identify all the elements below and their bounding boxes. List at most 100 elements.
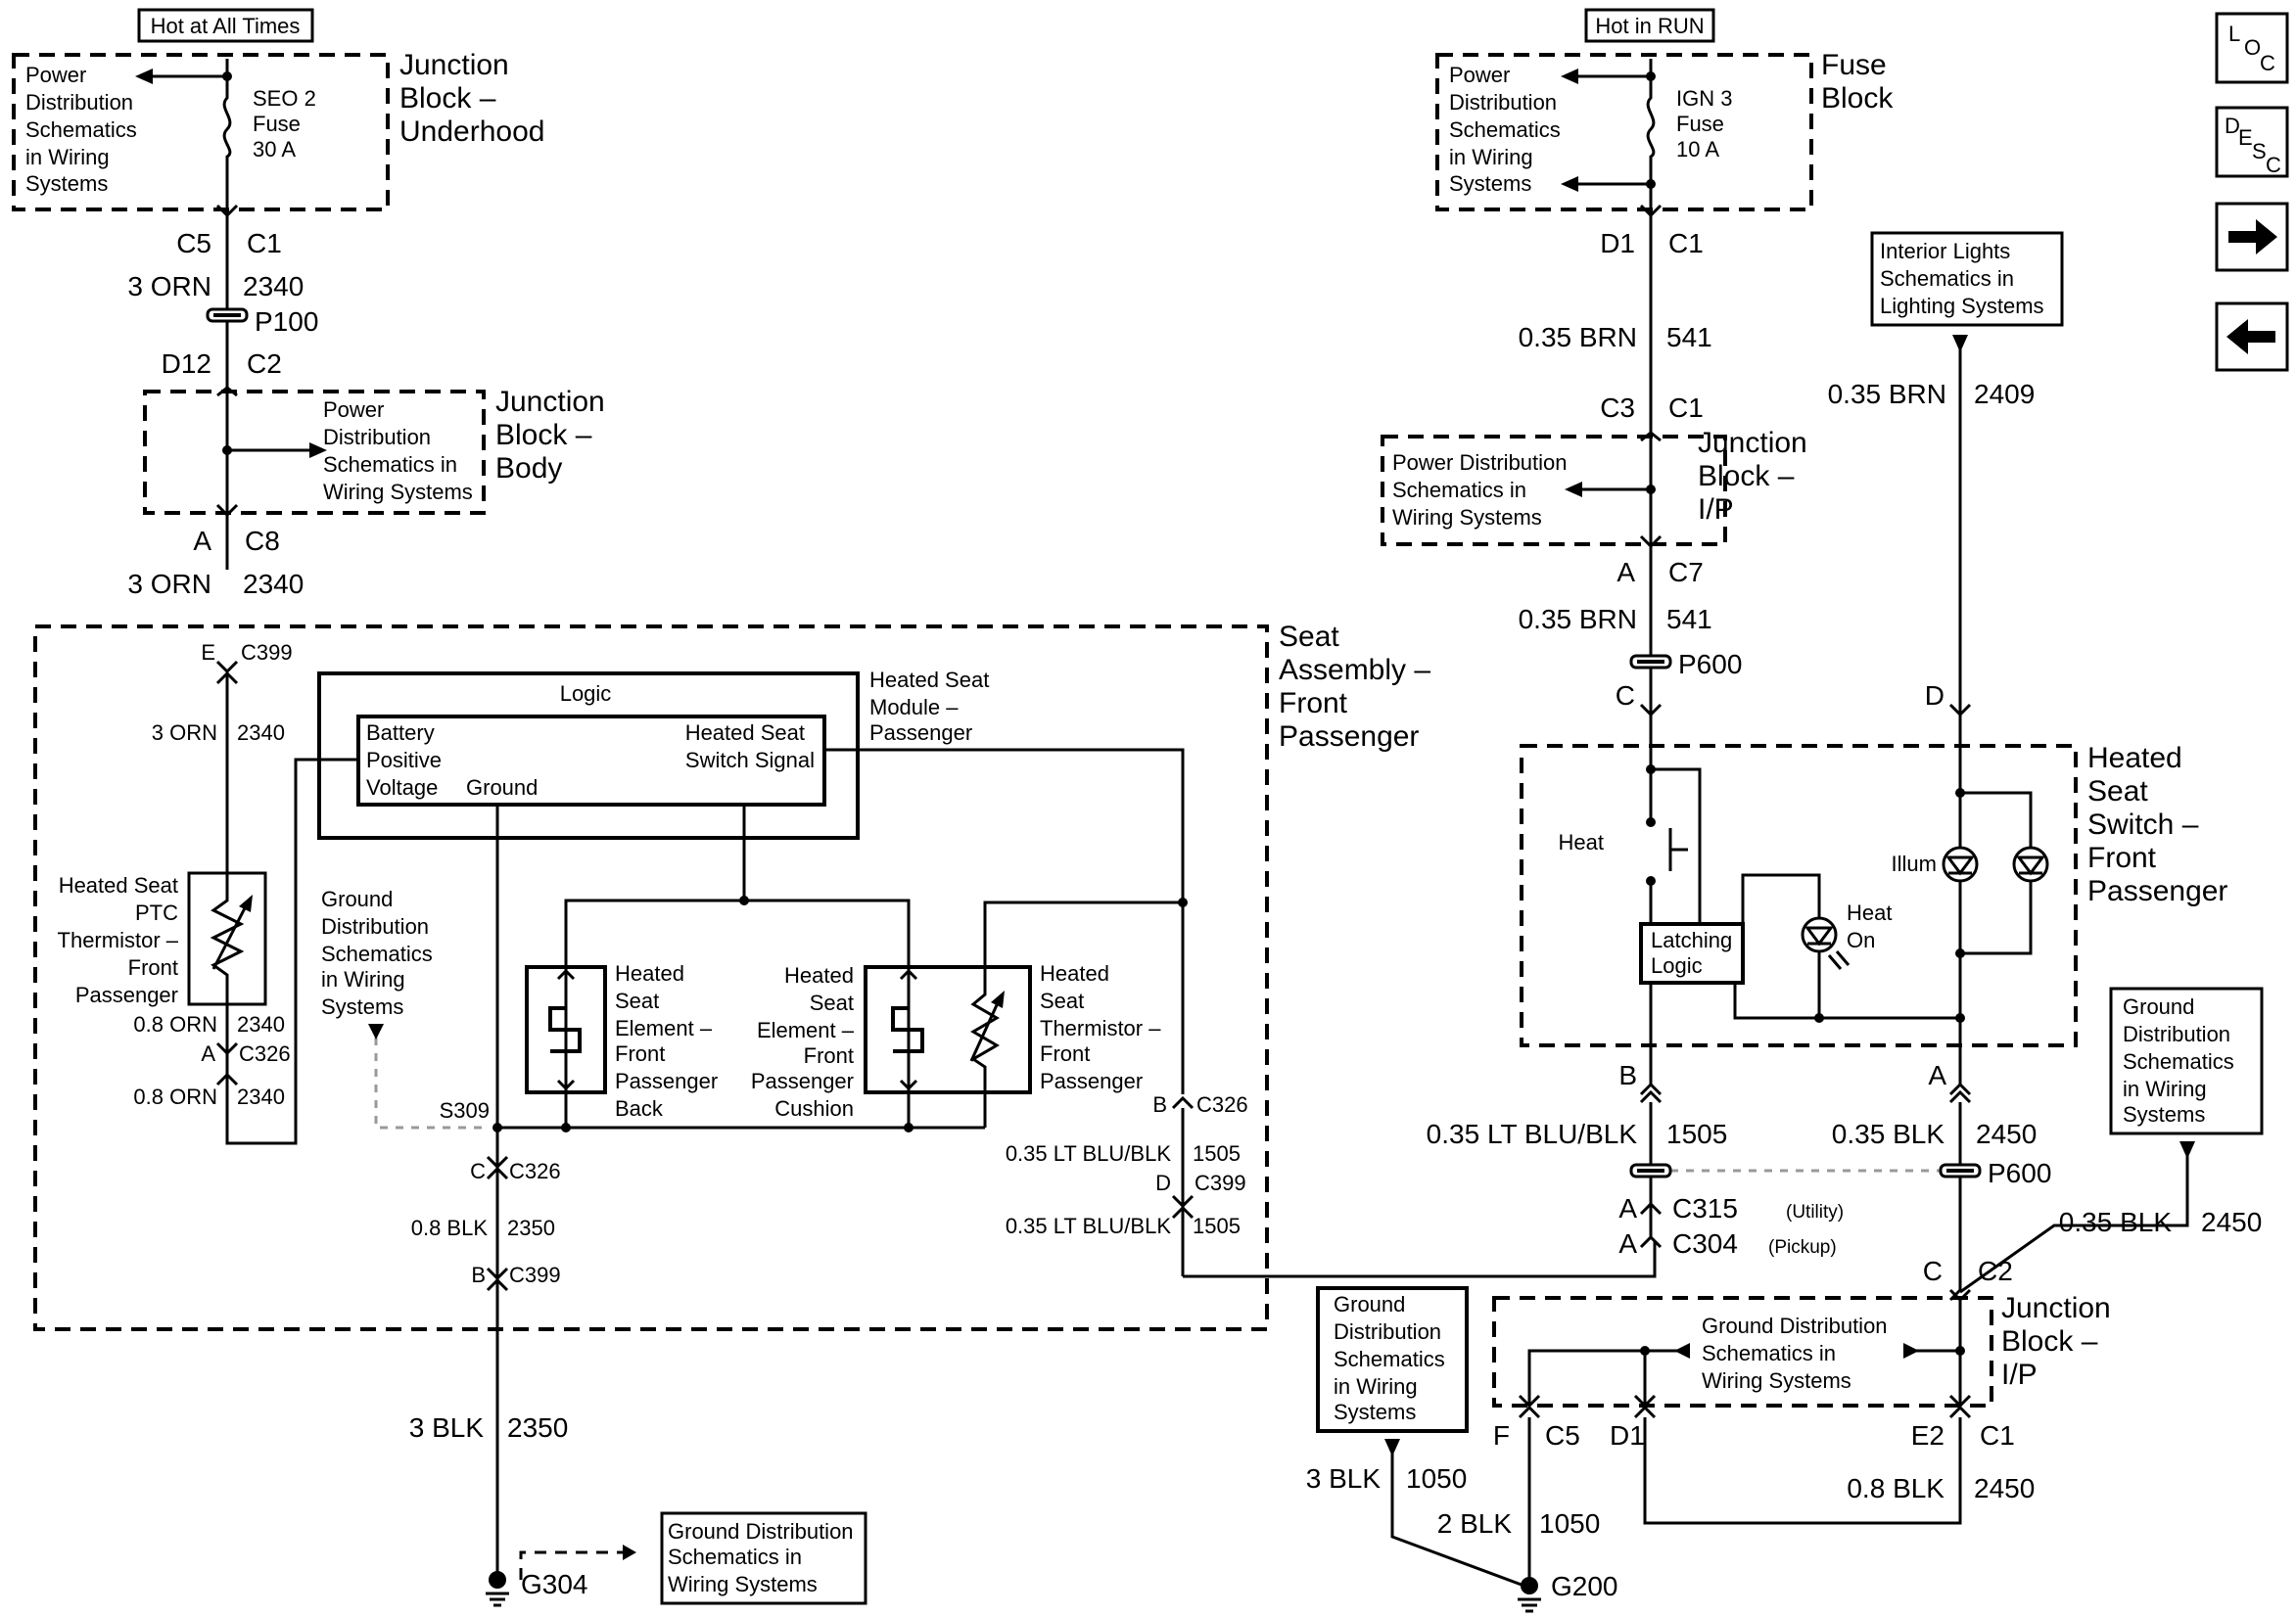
svg-text:in Wiring: in Wiring	[1334, 1374, 1418, 1399]
svg-text:541: 541	[1666, 322, 1712, 352]
illum-led-1-icon	[1942, 846, 1979, 883]
next-button[interactable]	[2215, 202, 2289, 272]
svg-text:P600: P600	[1678, 649, 1742, 679]
svg-text:Schematics in: Schematics in	[1880, 266, 2014, 291]
heated-seat-thermistor-label: Heated Seat Thermistor – Front Passenger	[1040, 961, 1161, 1093]
svg-text:C399: C399	[241, 640, 293, 665]
arrow-left-icon	[135, 69, 153, 84]
svg-text:C1: C1	[1668, 228, 1704, 258]
svg-text:Systems: Systems	[25, 171, 108, 196]
junction-block-underhood-title: Junction	[399, 49, 509, 81]
svg-text:Wiring Systems: Wiring Systems	[323, 480, 473, 504]
svg-text:Wiring Systems: Wiring Systems	[1702, 1368, 1851, 1393]
illum-led-2-icon	[2012, 846, 2049, 883]
svg-text:Passenger: Passenger	[2087, 875, 2227, 907]
ptc-thermistor-label: Heated Seat PTC Thermistor – Front Passe…	[58, 873, 179, 1007]
svg-text:D: D	[1155, 1171, 1171, 1195]
svg-text:Systems: Systems	[1449, 171, 1531, 196]
svg-text:Passenger: Passenger	[1040, 1069, 1143, 1093]
svg-text:F: F	[1493, 1420, 1510, 1451]
svg-text:Seat: Seat	[1040, 989, 1084, 1013]
svg-text:Distribution: Distribution	[2123, 1022, 2230, 1046]
svg-text:2350: 2350	[507, 1216, 555, 1240]
svg-text:C399: C399	[1195, 1171, 1246, 1195]
desc-button[interactable]: D E S C	[2215, 106, 2289, 178]
svg-text:3 BLK: 3 BLK	[409, 1412, 485, 1443]
svg-text:Block –: Block –	[399, 82, 496, 115]
svg-text:Schematics in: Schematics in	[323, 452, 457, 477]
svg-text:B: B	[1618, 1060, 1637, 1090]
svg-text:Distribution: Distribution	[25, 90, 133, 115]
svg-text:S309: S309	[440, 1098, 490, 1123]
ground-distribution-ref-2[interactable]	[660, 1511, 867, 1605]
svg-text:1505: 1505	[1193, 1141, 1241, 1166]
power-distribution-ref-3[interactable]: Power Distribution Schematics in Wiring …	[1449, 63, 1561, 196]
svg-text:A: A	[1618, 1228, 1637, 1259]
svg-text:2409: 2409	[1974, 379, 2035, 409]
prev-button[interactable]	[2215, 301, 2289, 372]
ground-distribution-ref-3[interactable]	[2109, 987, 2264, 1135]
svg-text:Seat: Seat	[2087, 775, 2148, 808]
svg-text:C1: C1	[1980, 1420, 2015, 1451]
svg-text:Front: Front	[1040, 1041, 1090, 1066]
junction-block-ip-2-outline	[1492, 1296, 1993, 1408]
svg-text:2340: 2340	[243, 271, 304, 301]
svg-text:2340: 2340	[237, 720, 285, 745]
svg-text:L: L	[2228, 22, 2240, 46]
svg-text:0.8 BLK: 0.8 BLK	[411, 1216, 489, 1240]
svg-text:Cushion: Cushion	[774, 1096, 854, 1121]
svg-text:B: B	[471, 1263, 486, 1287]
arrow-left-icon	[2226, 319, 2275, 354]
svg-text:Schematics in: Schematics in	[1702, 1341, 1836, 1365]
svg-text:C2: C2	[1978, 1256, 2013, 1286]
svg-text:Heated Seat: Heated Seat	[59, 873, 178, 898]
power-distribution-ref-2[interactable]: Power Distribution Schematics in Wiring …	[323, 397, 473, 504]
svg-text:Thermistor –: Thermistor –	[1040, 1016, 1161, 1040]
svg-text:E2: E2	[1911, 1420, 1945, 1451]
svg-text:Underhood: Underhood	[399, 116, 544, 148]
loc-button[interactable]: L O C	[2215, 12, 2289, 84]
svg-text:2350: 2350	[507, 1412, 568, 1443]
power-distribution-ref-1[interactable]: Power Distribution Schematics in Wiring …	[25, 63, 137, 196]
svg-text:2340: 2340	[237, 1012, 285, 1037]
interior-lights-ref[interactable]	[1870, 231, 2064, 327]
heated-seat-switch-title: Heated Seat Switch – Front Passenger	[2087, 742, 2227, 907]
svg-text:On: On	[1847, 928, 1875, 952]
svg-text:0.35 BRN: 0.35 BRN	[1519, 322, 1637, 352]
svg-text:Front: Front	[804, 1043, 854, 1068]
svg-text:Lighting Systems: Lighting Systems	[1880, 294, 2044, 318]
svg-text:Ground Distribution: Ground Distribution	[1702, 1314, 1888, 1338]
svg-text:0.35 BRN: 0.35 BRN	[1828, 379, 1946, 409]
svg-text:Power: Power	[25, 63, 86, 87]
power-distribution-ref-4[interactable]: Power Distribution Schematics in Wiring …	[1392, 450, 1568, 530]
svg-text:P600: P600	[1988, 1158, 2051, 1188]
svg-text:Power: Power	[1449, 63, 1510, 87]
svg-text:Element –: Element –	[615, 1016, 713, 1040]
arrow-right-icon	[2228, 219, 2277, 254]
svg-text:A: A	[201, 1041, 215, 1066]
svg-text:Ground: Ground	[466, 775, 538, 800]
svg-text:Logic: Logic	[1651, 953, 1703, 978]
junction-block-ip-2-title: Junction	[2001, 1292, 2111, 1324]
thermistor-icon	[210, 873, 245, 1004]
svg-text:Power Distribution: Power Distribution	[1392, 450, 1568, 475]
svg-text:Front: Front	[128, 955, 178, 980]
svg-text:A: A	[1617, 557, 1635, 587]
svg-text:Interior Lights: Interior Lights	[1880, 239, 2010, 263]
svg-text:Heated: Heated	[2087, 742, 2182, 774]
ground-distribution-ref-1[interactable]: Ground Distribution Schematics in Wiring…	[321, 887, 433, 1019]
svg-text:PTC: PTC	[135, 901, 178, 925]
svg-text:541: 541	[1666, 604, 1712, 634]
ground-distribution-ref-5[interactable]	[1316, 1286, 1469, 1433]
svg-text:Heated Seat: Heated Seat	[869, 668, 989, 692]
svg-text:0.35 LT BLU/BLK: 0.35 LT BLU/BLK	[1006, 1214, 1172, 1238]
ground-distribution-ref-4[interactable]: Ground Distribution Schematics in Wiring…	[1702, 1314, 1888, 1393]
heat-switch-button[interactable]	[1668, 828, 1688, 871]
svg-text:Seat: Seat	[810, 991, 854, 1015]
svg-text:C304: C304	[1672, 1228, 1738, 1259]
svg-text:Passenger: Passenger	[869, 720, 972, 745]
svg-text:Logic: Logic	[560, 681, 612, 706]
svg-text:Front: Front	[2087, 842, 2157, 874]
